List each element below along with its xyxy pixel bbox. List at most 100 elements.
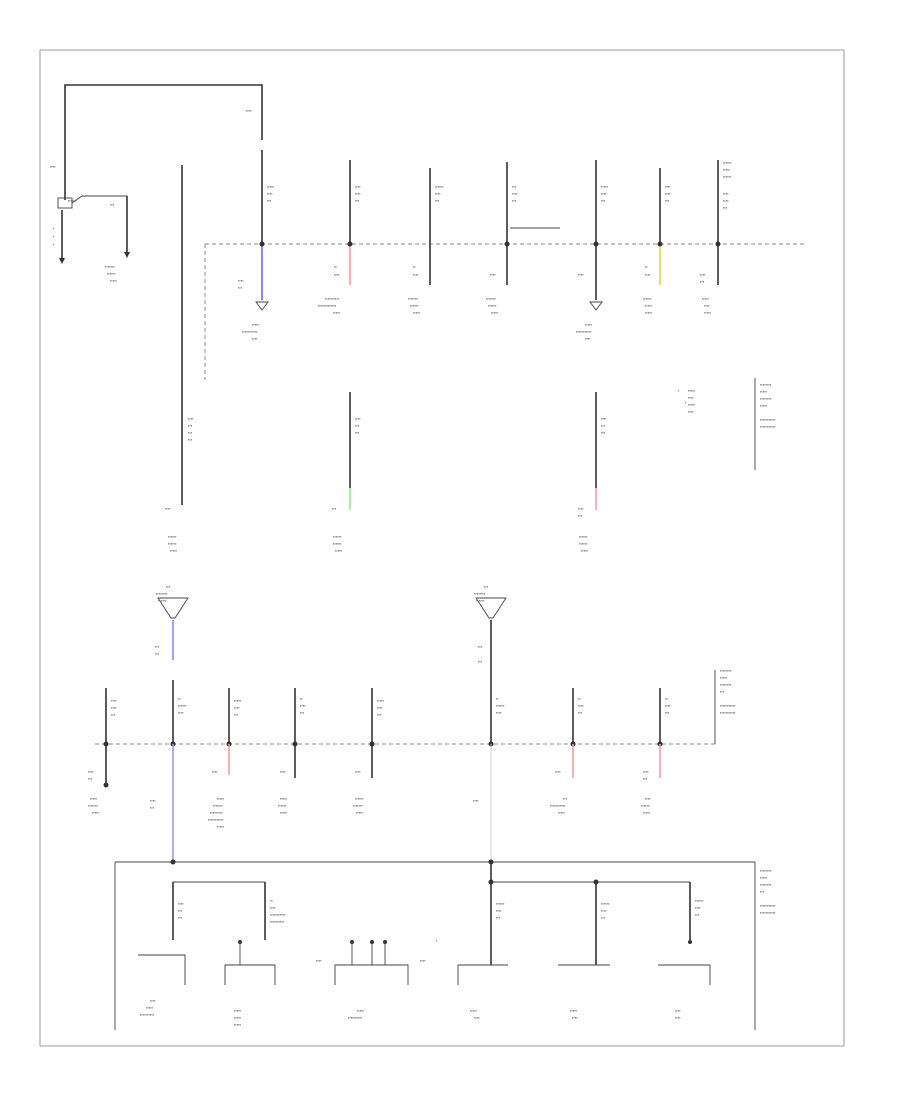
svg-text:▪▪▪: ▪▪▪ — [723, 205, 728, 210]
svg-text:▪▪▪▪▪: ▪▪▪▪▪ — [377, 698, 385, 703]
svg-text:▪: ▪ — [53, 234, 55, 239]
svg-text:▪▪▪▪▪▪▪▪▪▪▪: ▪▪▪▪▪▪▪▪▪▪▪ — [760, 910, 776, 915]
svg-text:▪▪▪▪▪▪▪: ▪▪▪▪▪▪▪ — [88, 803, 99, 808]
svg-text:▪▪▪▪▪▪: ▪▪▪▪▪▪ — [579, 541, 588, 546]
svg-text:▪▪▪: ▪▪▪ — [435, 198, 440, 203]
svg-text:▪▪▪: ▪▪▪ — [166, 584, 171, 589]
svg-text:▪▪▪: ▪▪▪ — [760, 889, 765, 894]
svg-text:▪▪▪▪▪: ▪▪▪▪▪ — [333, 310, 341, 315]
svg-text:▪▪▪▪▪: ▪▪▪▪▪ — [146, 1005, 154, 1010]
svg-text:▪▪▪▪: ▪▪▪▪ — [496, 710, 502, 715]
svg-text:▪▪▪▪▪▪: ▪▪▪▪▪▪ — [168, 534, 177, 539]
svg-text:▪▪▪▪: ▪▪▪▪ — [490, 272, 496, 277]
svg-text:▪▪▪▪: ▪▪▪▪ — [474, 1015, 480, 1020]
svg-text:▪▪▪▪: ▪▪▪▪ — [316, 958, 322, 963]
svg-text:▪▪▪▪: ▪▪▪▪ — [601, 908, 607, 913]
svg-text:▪▪▪: ▪▪▪ — [478, 644, 483, 649]
svg-text:▪▪▪▪▪: ▪▪▪▪▪ — [760, 389, 768, 394]
svg-text:▪▪▪▪▪: ▪▪▪▪▪ — [90, 796, 98, 801]
svg-text:▪▪▪▪: ▪▪▪▪ — [300, 703, 306, 708]
svg-text:▪▪▪▪: ▪▪▪▪ — [675, 1015, 681, 1020]
svg-text:▪▪▪▪▪: ▪▪▪▪▪ — [491, 310, 499, 315]
svg-text:▪▪▪▪▪: ▪▪▪▪▪ — [110, 278, 118, 283]
svg-text:▪▪▪: ▪▪▪ — [355, 198, 360, 203]
svg-text:▪▪▪▪: ▪▪▪▪ — [111, 705, 117, 710]
svg-text:▪▪▪▪▪: ▪▪▪▪▪ — [280, 810, 288, 815]
svg-text:▪: ▪ — [53, 226, 55, 231]
svg-text:▪▪▪▪: ▪▪▪▪ — [723, 198, 729, 203]
svg-text:▪▪: ▪▪ — [496, 696, 499, 701]
svg-text:▪▪▪▪▪▪▪▪▪▪▪▪▪: ▪▪▪▪▪▪▪▪▪▪▪▪▪ — [318, 303, 337, 308]
svg-text:▪▪▪▪▪▪: ▪▪▪▪▪▪ — [333, 534, 342, 539]
svg-text:▪▪▪▪▪▪▪▪▪▪▪: ▪▪▪▪▪▪▪▪▪▪▪ — [576, 329, 592, 334]
svg-text:▪▪▪▪▪▪: ▪▪▪▪▪▪ — [107, 271, 116, 276]
svg-text:▪▪▪: ▪▪▪ — [601, 430, 606, 435]
svg-text:▪▪▪▪: ▪▪▪▪ — [496, 908, 502, 913]
svg-text:▪▪▪: ▪▪▪ — [720, 689, 725, 694]
svg-text:▪: ▪ — [53, 242, 55, 247]
svg-text:▪▪▪: ▪▪▪ — [238, 285, 243, 290]
svg-text:▪▪▪: ▪▪▪ — [267, 198, 272, 203]
svg-text:▪▪▪▪▪▪: ▪▪▪▪▪▪ — [695, 898, 704, 903]
svg-text:▪▪▪▪▪: ▪▪▪▪▪ — [720, 675, 728, 680]
svg-text:▪▪▪▪▪▪▪: ▪▪▪▪▪▪▪ — [486, 296, 497, 301]
svg-text:▪▪▪▪▪▪: ▪▪▪▪▪▪ — [601, 901, 610, 906]
svg-text:▪▪▪▪▪▪: ▪▪▪▪▪▪ — [278, 803, 287, 808]
svg-text:▪: ▪ — [685, 400, 687, 405]
svg-text:▪▪▪: ▪▪▪ — [563, 796, 568, 801]
lower-fuse-row: ▪▪▪▪▪▪▪▪▪▪▪ ▪▪▪▪▪▪▪▪▪▪▪▪ ▪▪▪▪▪▪▪▪▪▪▪▪ ▪▪… — [88, 668, 736, 862]
svg-text:▪▪▪▪▪: ▪▪▪▪▪ — [723, 167, 731, 172]
svg-text:▪▪▪: ▪▪▪ — [484, 584, 489, 589]
svg-text:▪▪▪▪: ▪▪▪▪ — [267, 191, 273, 196]
svg-text:▪▪▪▪▪▪▪▪: ▪▪▪▪▪▪▪▪ — [760, 382, 772, 387]
svg-text:▪▪▪: ▪▪▪ — [155, 644, 160, 649]
svg-text:▪▪▪▪▪▪: ▪▪▪▪▪▪ — [476, 598, 485, 603]
svg-text:▪▪▪▪▪▪▪▪▪▪▪: ▪▪▪▪▪▪▪▪▪▪▪ — [720, 710, 736, 715]
svg-text:▪▪▪▪▪▪: ▪▪▪▪▪▪ — [579, 534, 588, 539]
svg-text:▪▪▪: ▪▪▪ — [155, 651, 160, 656]
svg-text:▪▪▪▪▪: ▪▪▪▪▪ — [252, 322, 260, 327]
svg-text:▪▪▪▪▪: ▪▪▪▪▪ — [704, 310, 712, 315]
svg-text:▪▪▪: ▪▪▪ — [601, 423, 606, 428]
svg-text:▪▪: ▪▪ — [300, 696, 303, 701]
svg-text:▪▪▪▪▪▪▪: ▪▪▪▪▪▪▪ — [213, 803, 224, 808]
svg-text:▪▪▪▪▪▪▪▪: ▪▪▪▪▪▪▪▪ — [474, 591, 486, 596]
svg-text:▪▪▪: ▪▪▪ — [150, 805, 155, 810]
svg-text:▪▪▪▪: ▪▪▪▪ — [645, 796, 651, 801]
svg-text:▪▪▪▪▪▪: ▪▪▪▪▪▪ — [68, 198, 77, 203]
svg-text:▪▪▪▪▪▪▪▪: ▪▪▪▪▪▪▪▪ — [760, 882, 772, 887]
svg-text:▪▪▪▪▪: ▪▪▪▪▪ — [217, 824, 225, 829]
svg-text:▪▪▪: ▪▪▪ — [188, 423, 193, 428]
svg-text:▪▪: ▪▪ — [334, 264, 337, 269]
svg-text:▪▪▪▪▪: ▪▪▪▪▪ — [601, 184, 609, 189]
svg-text:▪▪▪: ▪▪▪ — [665, 710, 670, 715]
svg-text:▪▪▪▪▪▪▪▪: ▪▪▪▪▪▪▪▪ — [720, 668, 732, 673]
svg-text:▪▪▪▪: ▪▪▪▪ — [355, 191, 361, 196]
svg-text:▪▪▪▪▪: ▪▪▪▪▪ — [643, 810, 651, 815]
svg-text:▪▪▪▪▪: ▪▪▪▪▪ — [356, 810, 364, 815]
svg-text:▪▪▪▪▪▪▪▪▪▪: ▪▪▪▪▪▪▪▪▪▪ — [140, 1012, 155, 1017]
svg-text:▪▪▪: ▪▪▪ — [300, 710, 305, 715]
svg-text:▪▪▪: ▪▪▪ — [700, 279, 705, 284]
junction-blocks: ▪▪▪▪▪▪▪▪▪▪▪▪▪▪▪▪▪ ▪▪▪▪▪▪▪▪▪▪▪▪▪▪▪▪▪ ▪▪▪▪… — [155, 584, 507, 680]
svg-text:▪▪▪▪: ▪▪▪▪ — [572, 1015, 578, 1020]
svg-text:▪▪▪▪: ▪▪▪▪ — [413, 272, 419, 277]
svg-text:▪▪▪▪: ▪▪▪▪ — [355, 184, 361, 189]
svg-text:▪▪▪▪: ▪▪▪▪ — [665, 184, 671, 189]
svg-text:▪▪▪▪▪▪▪▪: ▪▪▪▪▪▪▪▪ — [156, 591, 168, 596]
svg-text:▪▪▪▪▪: ▪▪▪▪▪ — [234, 1015, 242, 1020]
svg-text:▪▪: ▪▪ — [665, 696, 668, 701]
svg-text:▪▪▪▪: ▪▪▪▪ — [280, 769, 286, 774]
svg-text:▪▪▪▪: ▪▪▪▪ — [665, 191, 671, 196]
svg-text:▪▪▪▪▪: ▪▪▪▪▪ — [470, 1008, 478, 1013]
svg-text:▪▪▪▪▪: ▪▪▪▪▪ — [92, 810, 100, 815]
svg-text:▪▪▪▪: ▪▪▪▪ — [150, 998, 156, 1003]
diagram-frame — [39, 49, 845, 1047]
bottom-section: ▪▪▪▪▪▪▪▪▪▪ ▪▪▪▪▪▪▪▪▪▪▪▪▪▪▪▪▪▪▪▪▪▪▪▪▪▪▪ ▪… — [114, 859, 776, 1030]
svg-text:▪▪▪▪: ▪▪▪▪ — [334, 272, 340, 277]
svg-text:▪▪▪: ▪▪▪ — [478, 659, 483, 664]
svg-text:▪▪▪▪▪▪: ▪▪▪▪▪▪ — [496, 901, 505, 906]
svg-text:▪▪▪▪▪▪▪▪▪▪: ▪▪▪▪▪▪▪▪▪▪ — [325, 296, 340, 301]
svg-text:▪▪▪▪: ▪▪▪▪ — [178, 901, 184, 906]
